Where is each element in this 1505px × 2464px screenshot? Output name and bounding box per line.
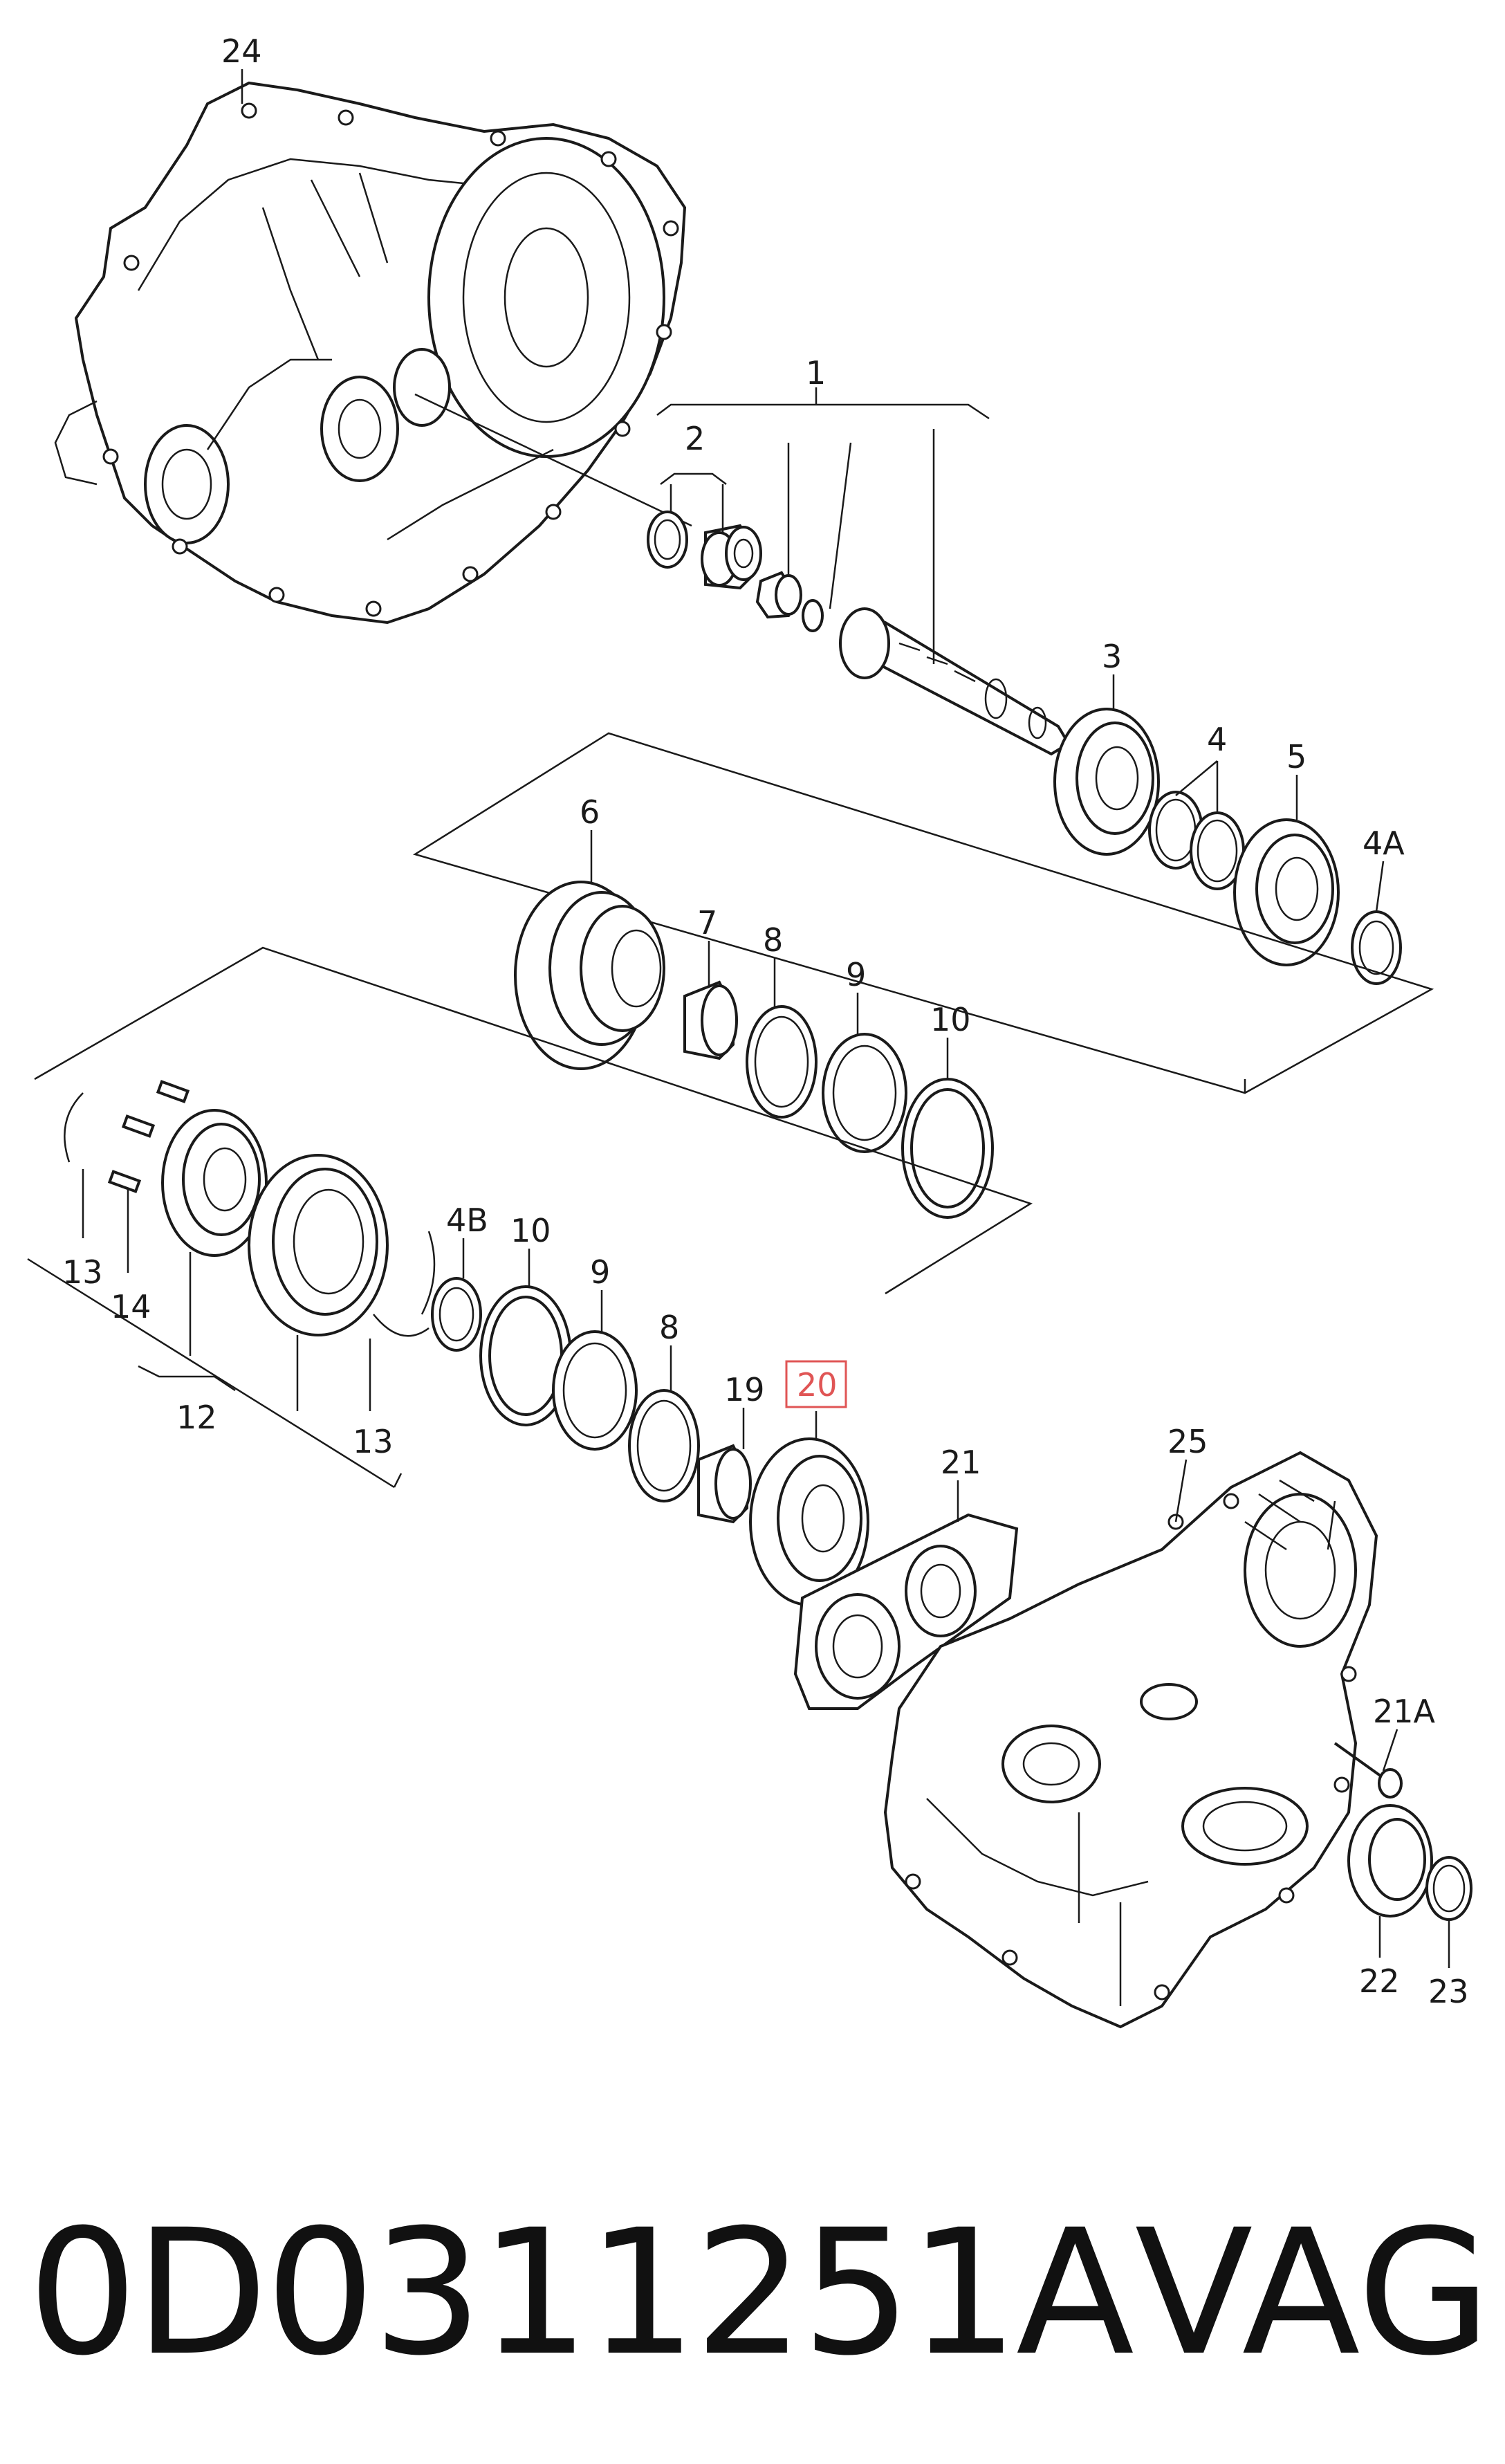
bearing-plate-21 — [793, 1513, 1019, 1710]
label-14: 14 — [111, 1288, 151, 1325]
label-2: 2 — [685, 420, 705, 457]
needle-bearing-19 — [697, 1444, 752, 1524]
bearing-assembly-2 — [647, 511, 762, 590]
circlip-23 — [1425, 1856, 1472, 1921]
gear-3 — [1053, 708, 1160, 856]
label-4A: 4A — [1363, 825, 1405, 862]
label-3: 3 — [1102, 638, 1122, 675]
label-21: 21 — [941, 1444, 981, 1481]
synchro-ring-8b — [628, 1389, 700, 1502]
gearbox-housing-24 — [54, 69, 687, 625]
synchro-ring-10a — [901, 1078, 994, 1219]
label-24: 24 — [221, 33, 262, 70]
label-21A: 21A — [1373, 1693, 1436, 1730]
part-number: 0D0311251A — [28, 2192, 1134, 2393]
label-4B: 4B — [446, 1202, 488, 1239]
gearbox-housing-25 — [883, 1451, 1378, 2029]
gear-20 — [749, 1437, 869, 1606]
main-shaft-1 — [839, 607, 1071, 756]
label-8a: 8 — [763, 921, 783, 959]
retaining-rings-4 — [1148, 791, 1245, 890]
brand-name: VAG — [1134, 2192, 1491, 2393]
label-13a: 13 — [62, 1253, 103, 1291]
label-10a: 10 — [930, 1001, 971, 1038]
needle-bearing-7 — [683, 980, 738, 1060]
label-5: 5 — [1286, 738, 1307, 775]
label-8b: 8 — [659, 1309, 679, 1346]
label-20: 20 — [797, 1366, 838, 1404]
gear-5 — [1233, 818, 1340, 966]
label-9b: 9 — [590, 1253, 610, 1291]
label-19: 19 — [724, 1371, 765, 1408]
label-13b: 13 — [353, 1423, 394, 1460]
leader-lines — [82, 387, 1450, 1968]
label-22: 22 — [1359, 1962, 1400, 2000]
label-10b: 10 — [510, 1212, 551, 1249]
label-25: 25 — [1167, 1423, 1208, 1460]
label-7: 7 — [697, 904, 717, 941]
highlight-box-20 — [785, 1360, 847, 1408]
label-9a: 9 — [846, 956, 866, 993]
needle-bearing-1 — [755, 571, 824, 632]
synchro-ring-9a — [822, 1033, 907, 1153]
exploded-gearbox-diagram: 24 1 2 3 4 5 4A 6 7 8 9 10 13 14 12 13 4… — [27, 33, 1472, 2029]
label-23: 23 — [1428, 1973, 1469, 2010]
synchro-ring-8a — [746, 1005, 818, 1119]
bolt-21A — [1333, 1742, 1403, 1799]
gear-22 — [1347, 1804, 1433, 1918]
footer: 0D0311251A VAG — [0, 2179, 1505, 2407]
gear-6 — [514, 881, 665, 1070]
sliding-sleeve-12 — [248, 1154, 389, 1336]
label-4: 4 — [1207, 721, 1227, 758]
keys-14 — [107, 1080, 190, 1193]
part-labels: 24 1 2 3 4 5 4A 6 7 8 9 10 13 14 12 13 4… — [62, 33, 1469, 2010]
circlip-4B — [431, 1277, 482, 1352]
label-12: 12 — [176, 1399, 217, 1436]
label-6: 6 — [580, 793, 600, 831]
synchro-ring-9b — [552, 1330, 638, 1451]
label-1: 1 — [806, 354, 826, 392]
synchro-hub-12 — [161, 1109, 268, 1257]
